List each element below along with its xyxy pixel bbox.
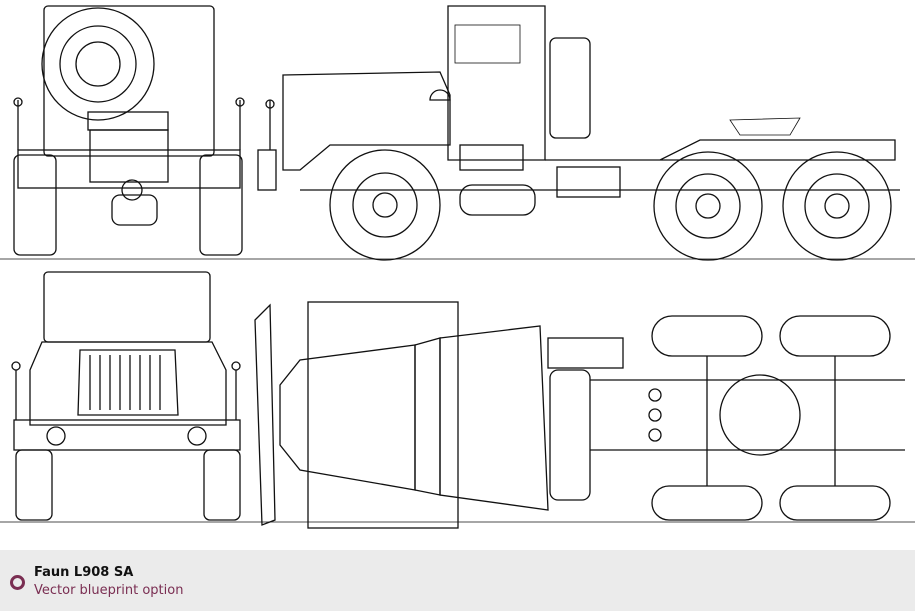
front-view — [11, 271, 241, 521]
top-view — [254, 301, 905, 529]
rear-view — [13, 5, 245, 256]
caption-title: Faun L908 SA — [34, 565, 134, 580]
side-view — [257, 5, 900, 261]
blueprint-drawing — [0, 5, 915, 529]
caption-subtitle[interactable]: Vector blueprint option — [34, 583, 184, 598]
radio-circle-icon — [10, 575, 25, 590]
caption-bar — [0, 550, 915, 611]
